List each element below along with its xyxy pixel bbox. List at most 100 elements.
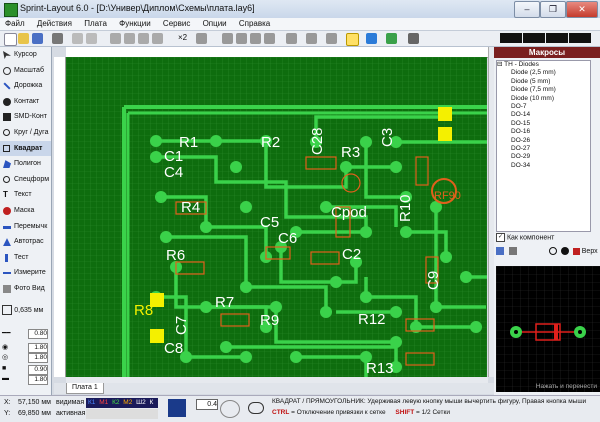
pad-inner-value[interactable]: 1.80 bbox=[28, 353, 48, 363]
layer-icon[interactable] bbox=[326, 33, 337, 44]
tool-photo-view[interactable]: Фото Вид bbox=[0, 281, 51, 297]
pad-hole-value[interactable]: 0.90 bbox=[28, 365, 48, 375]
copy-icon[interactable] bbox=[124, 33, 135, 44]
close-button[interactable]: ✕ bbox=[566, 1, 598, 18]
layer-k2[interactable]: К2 bbox=[112, 399, 120, 406]
tree-item[interactable]: DO-15 bbox=[511, 119, 531, 127]
tool-track[interactable]: Дорожка bbox=[0, 78, 51, 94]
ungroup-icon[interactable] bbox=[264, 33, 275, 44]
tool-special-form[interactable]: Спецформ bbox=[0, 172, 51, 188]
tree-item[interactable]: DO-16 bbox=[511, 128, 531, 136]
redo-icon[interactable] bbox=[86, 33, 97, 44]
delete-macro-icon[interactable] bbox=[508, 247, 517, 255]
tool-bridge[interactable]: Перемычк bbox=[0, 219, 51, 235]
smd-size-value[interactable]: 1.80 bbox=[28, 375, 48, 385]
tree-item[interactable]: Diode (5 mm) bbox=[511, 77, 551, 85]
as-component-checkbox[interactable]: ✓ bbox=[496, 233, 505, 242]
menu-functions[interactable]: Функции bbox=[119, 19, 151, 28]
macro-tree[interactable]: ⊟ TH - Diodes Diode (2,5 mm) Diode (5 mm… bbox=[496, 60, 591, 232]
smd-size-box[interactable]: ▬1.80 bbox=[2, 375, 48, 385]
pad-hole-box[interactable]: ■0.90 bbox=[2, 365, 48, 375]
tab-board-1[interactable]: Плата 1 bbox=[66, 383, 104, 394]
layer-toggle-icon[interactable] bbox=[168, 399, 186, 417]
as-component-row[interactable]: ✓ Как компонент bbox=[496, 233, 600, 243]
tree-item[interactable]: Diode (2,5 mm) bbox=[511, 69, 556, 77]
tool-square[interactable]: Квадрат bbox=[0, 140, 51, 157]
circle-icon bbox=[3, 128, 10, 136]
pad-inner-box[interactable]: ◎1.80 bbox=[2, 353, 48, 363]
cut-icon[interactable] bbox=[110, 33, 121, 44]
layer-m1[interactable]: М1 bbox=[99, 399, 109, 406]
layer-k1[interactable]: К1 bbox=[88, 399, 96, 406]
tree-item[interactable]: DO-29 bbox=[511, 153, 531, 161]
pad-outer-box[interactable]: ◉1.80 bbox=[2, 343, 48, 353]
vertical-scrollbar[interactable] bbox=[488, 47, 495, 377]
paste-icon[interactable] bbox=[138, 33, 149, 44]
pcb-canvas[interactable]: R1 C1 C4 R2 C28 R3 C3 R4 C5 C6 Cpod R10 … bbox=[66, 57, 487, 377]
macro-preview[interactable]: Нажать и перенести bbox=[496, 266, 600, 392]
save-icon[interactable] bbox=[32, 33, 43, 44]
tree-item[interactable]: DO-7 bbox=[511, 103, 527, 111]
grid-value[interactable]: 0.4 bbox=[196, 399, 218, 410]
open-icon[interactable] bbox=[18, 33, 29, 44]
tool-pad[interactable]: Контакт bbox=[0, 94, 51, 110]
refresh-icon[interactable] bbox=[548, 247, 557, 255]
tool-autoroute[interactable]: Автотрас bbox=[0, 234, 51, 250]
search-icon[interactable] bbox=[346, 33, 359, 46]
tree-item[interactable]: DO-27 bbox=[511, 145, 531, 153]
zoom-factor[interactable]: ×2 bbox=[178, 33, 188, 42]
menu-file[interactable]: Файл bbox=[5, 19, 25, 28]
menu-help[interactable]: Справка bbox=[238, 19, 271, 28]
rotate-icon[interactable] bbox=[196, 33, 207, 44]
tree-item[interactable]: DO-14 bbox=[511, 111, 531, 119]
minimize-button[interactable]: – bbox=[514, 1, 540, 18]
tool-cursor[interactable]: Курсор bbox=[0, 47, 51, 63]
menu-service[interactable]: Сервис bbox=[162, 19, 191, 28]
layer-k[interactable]: К bbox=[149, 399, 154, 406]
menu-board[interactable]: Плата bbox=[84, 19, 107, 28]
photo-icon[interactable] bbox=[408, 33, 419, 44]
layer-dot-icon[interactable] bbox=[560, 247, 569, 255]
tree-item[interactable]: DO-26 bbox=[511, 136, 531, 144]
pcb-drawing[interactable]: R1 C1 C4 R2 C28 R3 C3 R4 C5 C6 Cpod R10 … bbox=[66, 57, 487, 377]
save-macro-icon[interactable] bbox=[496, 247, 504, 255]
snap-icon[interactable] bbox=[366, 33, 377, 44]
menu-actions[interactable]: Действия bbox=[36, 19, 72, 28]
tree-item[interactable]: Diode (10 mm) bbox=[511, 94, 554, 102]
layer-active-buttons[interactable] bbox=[86, 409, 158, 419]
tool-test[interactable]: Тест bbox=[0, 250, 51, 266]
track-width-value[interactable]: 0.80 bbox=[28, 329, 48, 339]
tool-polygon[interactable]: Полигон bbox=[0, 156, 51, 172]
align-icon[interactable] bbox=[236, 33, 247, 44]
grid-size-row[interactable]: 0,635 мм bbox=[2, 305, 48, 315]
mode-hint: КВАДРАТ / ПРЯМОУГОЛЬНИК: Удерживая левую… bbox=[272, 398, 587, 405]
menu-options[interactable]: Опции bbox=[202, 19, 227, 28]
group-icon[interactable] bbox=[250, 33, 261, 44]
new-icon[interactable] bbox=[4, 33, 17, 46]
maximize-button[interactable]: ❐ bbox=[540, 1, 566, 18]
snap-icon[interactable] bbox=[220, 400, 240, 418]
horizontal-scrollbar[interactable] bbox=[66, 377, 488, 383]
layer-sh2[interactable]: Ш2 bbox=[136, 399, 146, 406]
tree-root[interactable]: ⊟ TH - Diodes bbox=[497, 61, 539, 68]
tree-item[interactable]: DO-34 bbox=[511, 161, 531, 169]
tool-zoom[interactable]: Масштаб bbox=[0, 63, 51, 79]
pad-outer-value[interactable]: 1.80 bbox=[28, 343, 48, 353]
mirror-icon[interactable] bbox=[222, 33, 233, 44]
unlock-icon[interactable] bbox=[306, 33, 317, 44]
undo-icon[interactable] bbox=[72, 33, 83, 44]
tool-smd-pad[interactable]: SMD-Конт bbox=[0, 109, 51, 125]
layer-m2[interactable]: М2 bbox=[123, 399, 133, 406]
tree-item[interactable]: Diode (7,5 mm) bbox=[511, 86, 556, 94]
track-width-box[interactable]: ━━0.80 bbox=[2, 329, 48, 339]
drc-icon[interactable] bbox=[386, 33, 397, 44]
delete-icon[interactable] bbox=[152, 33, 163, 44]
print-icon[interactable] bbox=[52, 33, 63, 44]
tool-mask[interactable]: Маска bbox=[0, 203, 51, 219]
silkscreen-labels: R1 C1 C4 R2 C28 R3 C3 R4 C5 C6 Cpod R10 … bbox=[134, 127, 461, 377]
tool-circle[interactable]: Круг / Дуга bbox=[0, 125, 51, 141]
tool-measure[interactable]: Измерите bbox=[0, 265, 51, 281]
layer-color-icon[interactable] bbox=[572, 247, 580, 255]
lock-icon[interactable] bbox=[286, 33, 297, 44]
